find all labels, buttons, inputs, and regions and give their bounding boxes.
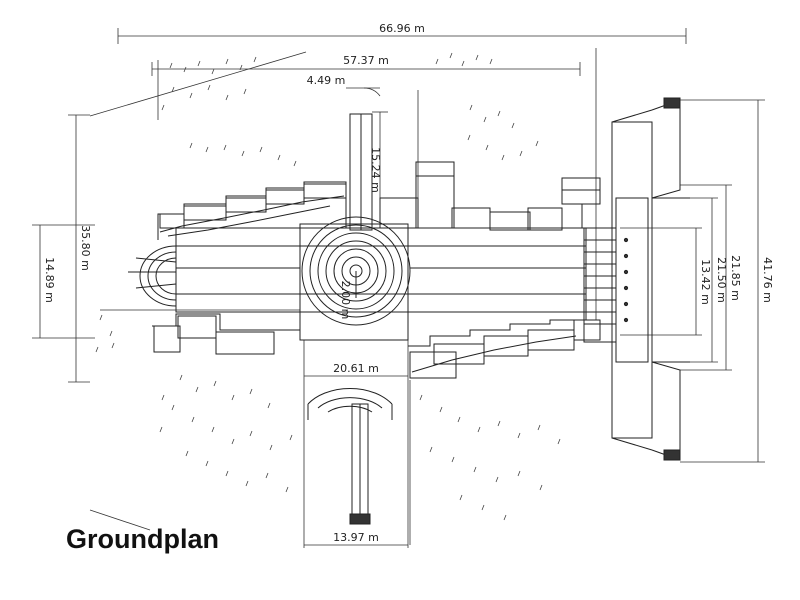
dim-left-height: 35.80 m (79, 225, 92, 271)
dim-tower-width: 4.49 m (307, 74, 346, 87)
dim-bottom-width: 13.97 m (333, 531, 379, 544)
south-gate (308, 388, 392, 524)
east-forecourt (584, 98, 690, 460)
west-apse (128, 246, 176, 306)
dim-right-total: 41.76 m (761, 257, 774, 303)
dim-right-a: 21.85 m (729, 255, 742, 301)
dim-tower-length: 15.24 m (369, 147, 382, 193)
crossing (300, 217, 410, 340)
dim-right-b: 21.50 m (715, 257, 728, 303)
dim-crossing-width: 20.61 m (333, 362, 379, 375)
scattered-figures (96, 53, 560, 520)
dimension-lines (32, 28, 765, 548)
south-buildings (152, 312, 600, 378)
dim-total-length: 66.96 m (379, 22, 425, 35)
dim-dome-diameter: 2.00 m (339, 281, 352, 320)
north-buildings (158, 162, 600, 240)
north-tower (350, 114, 372, 230)
groundplan-caption: Groundplan (66, 524, 219, 554)
dim-right-c: 13.42 m (699, 259, 712, 305)
dim-inner-length: 57.37 m (343, 54, 389, 67)
dim-nave-width: 14.89 m (43, 257, 56, 303)
